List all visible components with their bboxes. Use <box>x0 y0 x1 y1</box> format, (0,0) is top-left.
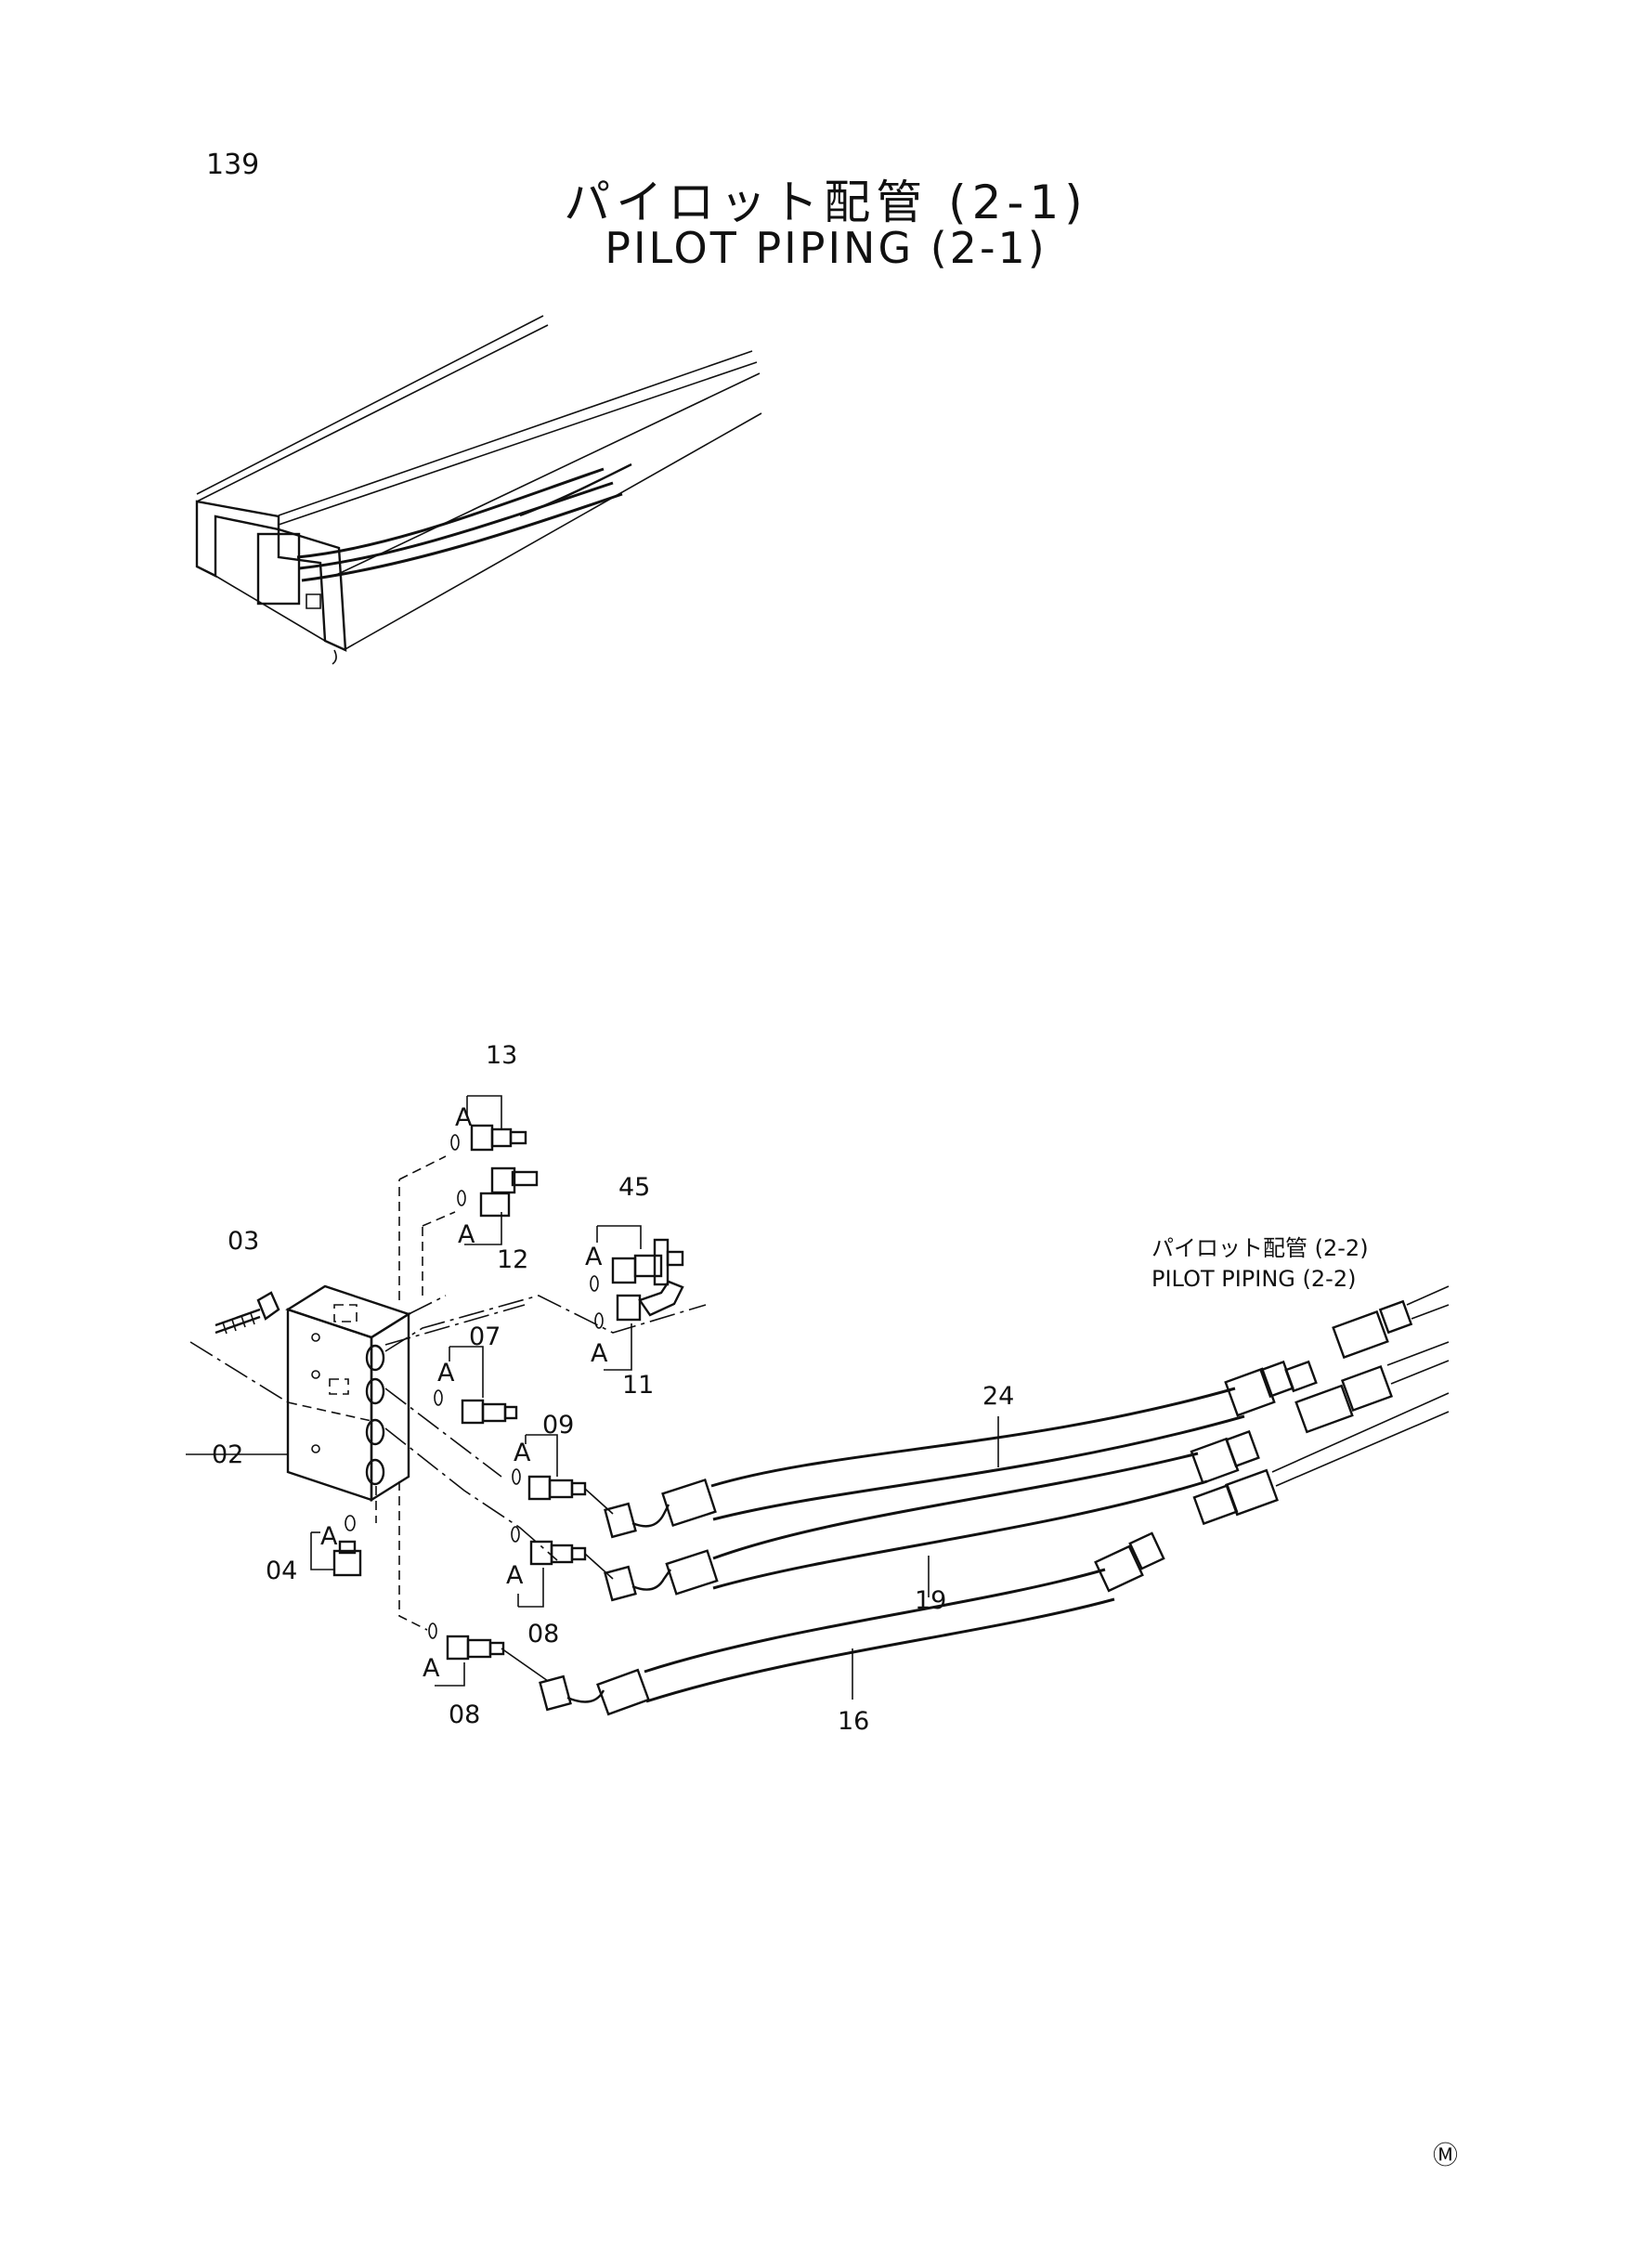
part-label-08-upper: 08 <box>527 1620 559 1648</box>
part-label-04: 04 <box>266 1557 297 1585</box>
continuation-lines <box>1192 1285 1450 1526</box>
page-number: 139 <box>206 149 260 181</box>
fitting-08-lower <box>428 1622 505 1661</box>
ref-a-12: A <box>458 1220 475 1249</box>
part-label-02: 02 <box>212 1440 243 1469</box>
fitting-08-upper <box>511 1526 587 1566</box>
fitting-12 <box>457 1166 539 1218</box>
ref-a-13: A <box>455 1103 473 1132</box>
part-label-03: 03 <box>228 1227 259 1256</box>
ref-a-07: A <box>437 1359 455 1388</box>
boom-overview-illustration <box>195 315 762 665</box>
hose-19 <box>584 1429 1260 1602</box>
part-label-13: 13 <box>486 1041 517 1070</box>
part-label-24: 24 <box>982 1382 1014 1411</box>
ref-a-08-lower: A <box>423 1654 440 1683</box>
part-label-09: 09 <box>542 1411 574 1440</box>
ref-a-45: A <box>585 1243 603 1271</box>
plug-04 <box>332 1515 362 1577</box>
fitting-07 <box>434 1389 518 1425</box>
hose-16 <box>501 1531 1165 1716</box>
ref-a-11: A <box>591 1339 608 1368</box>
part-label-12: 12 <box>497 1245 528 1274</box>
title-japanese: パイロット配管 (2-1) <box>564 176 1088 229</box>
part-label-19: 19 <box>915 1586 946 1615</box>
part-label-08-lower: 08 <box>449 1700 480 1729</box>
part-label-07: 07 <box>469 1322 501 1351</box>
ref-a-09: A <box>514 1439 531 1467</box>
part-label-45: 45 <box>618 1173 650 1202</box>
title-english: PILOT PIPING (2-1) <box>605 223 1047 273</box>
fitting-09 <box>512 1468 587 1501</box>
cross-reference-english: PILOT PIPING (2-2) <box>1151 1266 1356 1292</box>
cross-reference-japanese: パイロット配管 (2-2) <box>1151 1235 1369 1261</box>
leader-lines <box>310 1095 999 1700</box>
bolt-03 <box>215 1291 280 1335</box>
part-label-11: 11 <box>622 1371 654 1400</box>
manufacturer-mark: Ⓜ <box>1433 2142 1458 2170</box>
ref-a-08-upper: A <box>506 1561 524 1590</box>
hose-24 <box>584 1360 1318 1539</box>
fitting-45 <box>590 1238 684 1292</box>
part-label-16: 16 <box>838 1707 869 1736</box>
fitting-11 <box>594 1280 684 1329</box>
ref-a-04: A <box>320 1522 338 1551</box>
fitting-13 <box>450 1124 527 1152</box>
